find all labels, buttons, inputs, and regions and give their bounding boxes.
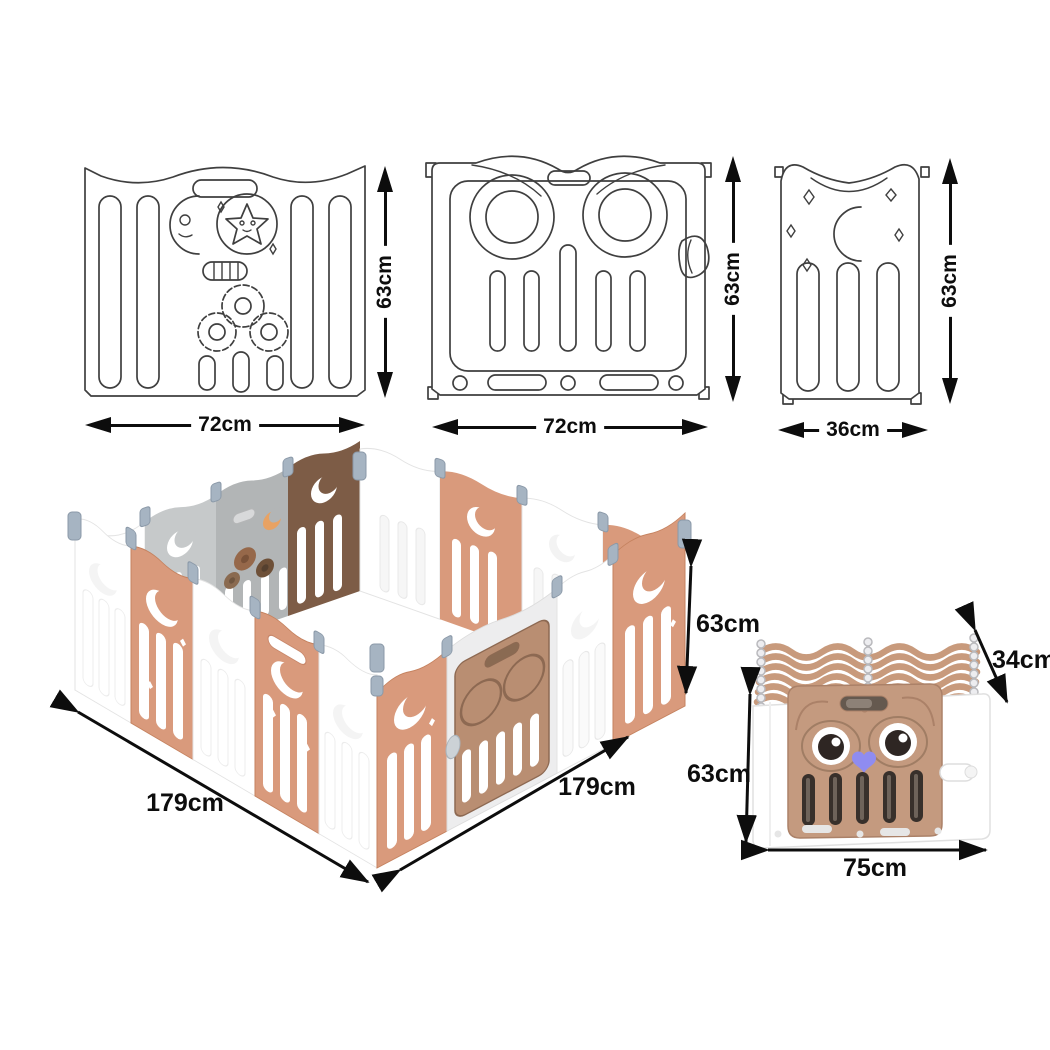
wall-back-left: [74, 440, 360, 691]
moon-panel-width-arrow: 36cm: [778, 417, 928, 443]
dim-label: 179cm: [146, 789, 224, 817]
door-slots: [802, 770, 923, 826]
moon-panel-height-arrow: 63cm: [937, 158, 963, 404]
door-handle-hole: [484, 641, 520, 668]
dim-label: 72cm: [536, 415, 604, 439]
folded-height-arrow: 63cm: [687, 666, 761, 844]
moon-cutout-drawing: [833, 206, 862, 262]
assembled-playpen-view: 179cm 179cm 63cm: [49, 440, 760, 893]
owl-eye-left: [801, 720, 861, 772]
folded-owl-door: [787, 683, 978, 839]
dim-label: 63cm: [373, 246, 397, 318]
star-toy-drawing: [216, 193, 278, 256]
toy-panel-height-arrow: 63cm: [372, 166, 398, 398]
folded-latch: [939, 763, 978, 782]
toy-panel-width-arrow: 72cm: [85, 412, 365, 438]
handle-slot: [192, 179, 258, 198]
toy-panel-toys: [224, 507, 283, 589]
owl-eyes-drawing: [469, 172, 668, 260]
dim-label: 36cm: [819, 418, 887, 442]
dim-label: 63cm: [938, 245, 962, 317]
dim-label: 63cm: [721, 243, 745, 315]
bottom-slots: [198, 351, 284, 393]
owl-eye-right: [868, 716, 928, 768]
latch-knob-drawing: [678, 235, 710, 279]
chain-left: [756, 639, 766, 712]
folded-width-arrow: 75cm: [741, 839, 988, 882]
dim-label: 63cm: [687, 760, 751, 788]
panel-slats: [489, 244, 646, 352]
dim-label: 72cm: [191, 413, 259, 437]
roller-toy-drawing: [202, 261, 248, 281]
owl-door-panel-drawing: [425, 155, 712, 400]
assembled-side-left-arrow: 179cm: [49, 689, 370, 884]
door-panel-height-arrow: 63cm: [720, 156, 746, 402]
dim-label: 75cm: [843, 854, 907, 882]
toy-panel-drawing: [84, 165, 366, 397]
handle-hole: [267, 634, 307, 666]
panel-slats: [796, 262, 900, 392]
moon-toy-drawing: [169, 195, 200, 255]
folded-depth-arrow: 34cm: [954, 601, 1050, 704]
owl-nose: [852, 751, 876, 773]
moon-panel-drawing: [774, 163, 930, 405]
panel-slats: [98, 195, 352, 389]
dim-label: 34cm: [992, 646, 1050, 674]
dim-label: 63cm: [696, 610, 760, 638]
bottom-rail: [452, 374, 684, 391]
handle-slot: [547, 170, 591, 186]
folded-playpen-view: 34cm 63cm 75cm: [687, 601, 1050, 882]
door-panel-width-arrow: 72cm: [432, 414, 708, 440]
assembled-height-arrow: 63cm: [676, 538, 760, 695]
assembled-side-right-arrow: 179cm: [371, 735, 636, 893]
dim-label: 179cm: [558, 773, 636, 801]
folded-base-details: [774, 825, 942, 838]
gears-toy-drawing: [197, 284, 289, 352]
